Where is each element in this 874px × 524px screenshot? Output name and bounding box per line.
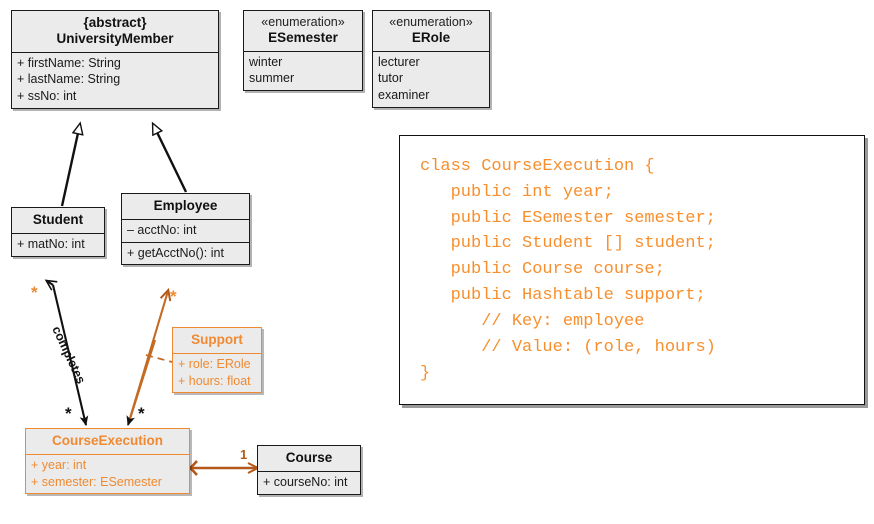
class-name-employee: Employee	[153, 198, 218, 213]
attributes-universitymember: + firstName: String + lastName: String +…	[12, 53, 218, 108]
generalization-employee-to-universitymember	[153, 124, 188, 193]
attribute-matno: + matNo: int	[17, 236, 85, 251]
class-box-student[interactable]: Student + matNo: int	[11, 207, 105, 257]
attributes-courseexecution: + year: int + semester: ESemester	[26, 455, 189, 493]
attribute-firstname: + firstName: String	[17, 55, 121, 70]
class-header-student: Student	[12, 208, 104, 234]
class-box-esemester[interactable]: «enumeration» ESemester winter summer	[243, 10, 363, 91]
class-header-courseexecution: CourseExecution	[26, 429, 189, 455]
class-box-universitymember[interactable]: {abstract} UniversityMember + firstName:…	[11, 10, 219, 109]
class-box-courseexecution[interactable]: CourseExecution + year: int + semester: …	[25, 428, 190, 495]
code-snippet-courseexecution: class CourseExecution { public int year;…	[420, 157, 716, 383]
class-name-courseexecution: CourseExecution	[51, 433, 164, 448]
class-name-student: Student	[32, 212, 84, 227]
stereotype-enumeration-esemester: «enumeration»	[261, 15, 345, 29]
attribute-role: + role: ERole	[178, 356, 251, 371]
multiplicity-one-course: 1	[240, 447, 248, 462]
literals-esemester: winter summer	[244, 52, 362, 90]
multiplicity-star-completes-target: *	[65, 404, 72, 423]
attribute-lastname: + lastName: String	[17, 72, 121, 87]
code-panel: class CourseExecution { public int year;…	[399, 135, 865, 405]
generalization-student-to-universitymember	[60, 124, 80, 207]
association-employee-courseexecution-support	[126, 291, 173, 426]
attribute-semester: + semester: ESemester	[31, 474, 162, 489]
attribute-acctno: – acctNo: int	[127, 222, 197, 237]
attribute-courseno: + courseNo: int	[263, 474, 348, 489]
stereotype-enumeration-erole: «enumeration»	[389, 15, 473, 29]
class-header-universitymember: {abstract} UniversityMember	[12, 11, 218, 53]
multiplicity-star-student-end: *	[31, 283, 38, 302]
attribute-year: + year: int	[31, 457, 87, 472]
attributes-student: + matNo: int	[12, 234, 104, 256]
class-box-employee[interactable]: Employee – acctNo: int + getAcctNo(): in…	[121, 193, 250, 266]
attributes-employee: – acctNo: int	[122, 220, 249, 243]
class-box-erole[interactable]: «enumeration» ERole lecturer tutor exami…	[372, 10, 490, 108]
abstract-tag: {abstract}	[83, 15, 147, 30]
enum-literal-examiner: examiner	[378, 87, 430, 102]
class-header-support: Support	[173, 328, 261, 354]
attributes-course: + courseNo: int	[258, 472, 360, 494]
operations-employee: + getAcctNo(): int	[122, 243, 249, 265]
class-name-course: Course	[285, 450, 333, 465]
multiplicity-star-employee-end: *	[170, 287, 177, 306]
attributes-support: + role: ERole + hours: float	[173, 354, 261, 392]
enum-literal-lecturer: lecturer	[378, 54, 420, 69]
class-header-erole: «enumeration» ERole	[373, 11, 489, 52]
class-name-support: Support	[191, 332, 243, 347]
class-name-universitymember: UniversityMember	[56, 30, 174, 46]
class-header-employee: Employee	[122, 194, 249, 220]
enum-name-esemester: ESemester	[268, 29, 338, 45]
enum-literal-summer: summer	[249, 71, 295, 86]
enum-literal-tutor: tutor	[378, 71, 404, 86]
attribute-hours: + hours: float	[178, 373, 251, 388]
class-box-support[interactable]: Support + role: ERole + hours: float	[172, 327, 262, 394]
association-courseexecution-to-course	[183, 460, 257, 476]
attribute-ssno: + ssNo: int	[17, 89, 77, 104]
enum-literal-winter: winter	[249, 54, 283, 69]
class-box-course[interactable]: Course + courseNo: int	[257, 445, 361, 495]
class-header-course: Course	[258, 446, 360, 472]
multiplicity-star-support-target: *	[138, 404, 145, 423]
class-header-esemester: «enumeration» ESemester	[244, 11, 362, 52]
operation-getacctno: + getAcctNo(): int	[127, 245, 224, 260]
enum-name-erole: ERole	[411, 29, 451, 45]
association-label-completes: completes	[49, 324, 89, 386]
literals-erole: lecturer tutor examiner	[373, 52, 489, 107]
